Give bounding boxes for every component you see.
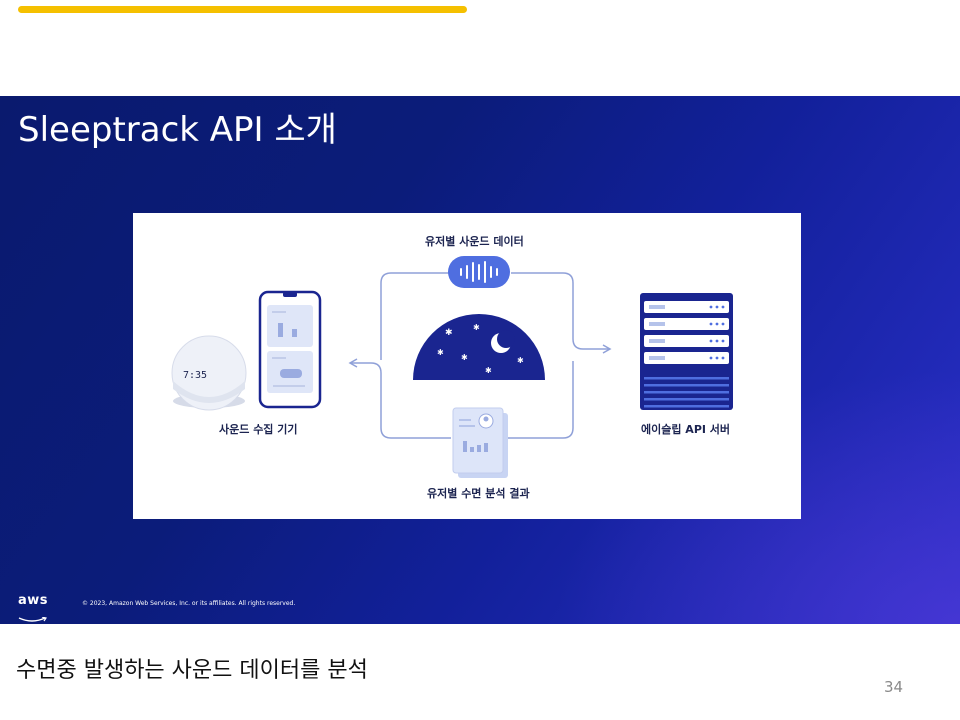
analysis-result-icon: [452, 407, 508, 478]
svg-text:✱: ✱: [517, 356, 524, 365]
clock-readout: 7:35: [183, 370, 207, 381]
architecture-diagram: ✱ ✱ ✱ ✱ ✱ ✱ 7:35: [133, 213, 801, 519]
night-sky-icon: [413, 314, 545, 380]
smart-speaker-icon: 7:35: [171, 335, 247, 411]
label-device: 사운드 수집 기기: [219, 423, 298, 436]
diagram-graphic: ✱ ✱ ✱ ✱ ✱ ✱ 7:35: [171, 256, 733, 478]
accent-bar: [18, 6, 467, 13]
page-number: 34: [884, 678, 904, 696]
label-sound-data: 유저별 사운드 데이터: [425, 235, 524, 248]
label-server: 에이슬립 API 서버: [641, 423, 731, 436]
api-server-icon: [640, 293, 733, 410]
arrow-left-icon: [348, 358, 358, 368]
svg-text:✱: ✱: [445, 328, 453, 338]
label-result: 유저별 수면 분석 결과: [427, 487, 530, 500]
aws-logo: aws: [18, 593, 48, 624]
slide-caption: 수면중 발생하는 사운드 데이터를 분석: [16, 658, 368, 683]
copyright-notice: © 2023, Amazon Web Services, Inc. or its…: [82, 600, 296, 607]
svg-text:✱: ✱: [473, 323, 480, 332]
svg-text:✱: ✱: [485, 366, 492, 375]
svg-text:✱: ✱: [461, 353, 468, 362]
slide-frame: Sleeptrack API 소개: [0, 96, 960, 624]
svg-text:✱: ✱: [437, 348, 444, 357]
aws-smile-icon: [18, 616, 47, 622]
slide-title: Sleeptrack API 소개: [18, 110, 337, 150]
flow-lines: [351, 272, 609, 439]
arrow-right-icon: [602, 344, 612, 354]
smartphone-icon: [258, 290, 322, 409]
